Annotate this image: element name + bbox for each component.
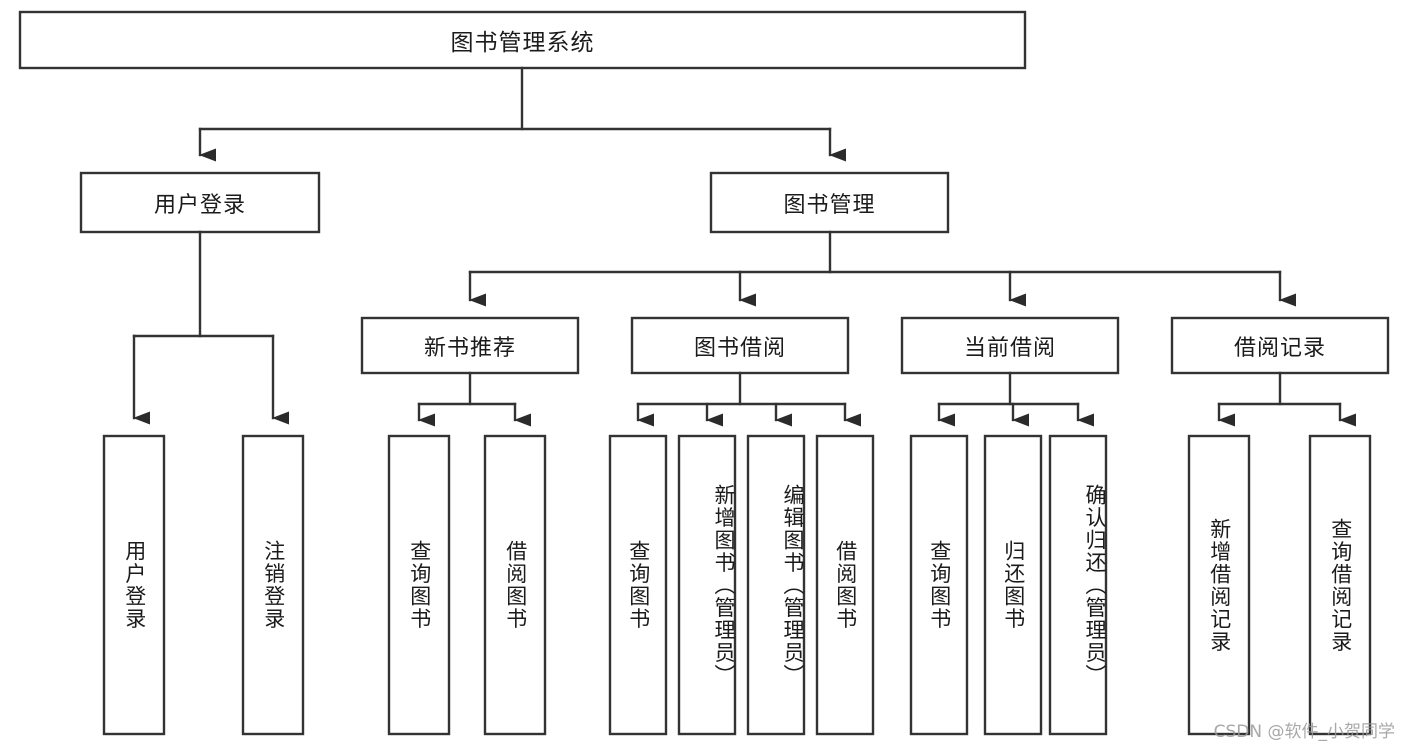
connector-current-borrow-to-leaves xyxy=(937,371,1094,427)
node-box-leaf-edit-book[interactable] xyxy=(746,434,806,736)
node-box-leaf-add-book[interactable] xyxy=(677,434,737,736)
node-box-leaf-return-book[interactable] xyxy=(983,434,1043,736)
connector-book-borrow-to-leaves xyxy=(636,371,861,427)
node-box-leaf-add-record[interactable] xyxy=(1187,434,1251,736)
node-box-leaf-query-book-3[interactable] xyxy=(909,434,969,736)
connector-root-to-level1 xyxy=(198,66,846,162)
node-box-leaf-confirm-return[interactable] xyxy=(1048,434,1108,736)
node-box-borrow-record[interactable] xyxy=(1170,316,1390,375)
node-box-leaf-query-book-2[interactable] xyxy=(608,434,668,736)
node-box-leaf-borrow-book-1[interactable] xyxy=(483,434,547,736)
connector-book-manage-to-level2 xyxy=(468,230,1296,307)
node-box-leaf-query-book-1[interactable] xyxy=(387,434,451,736)
node-box-book-borrow[interactable] xyxy=(630,316,850,375)
node-box-leaf-query-record[interactable] xyxy=(1308,434,1372,736)
node-box-root[interactable] xyxy=(18,10,1027,70)
connector-borrow-record-to-leaves xyxy=(1217,371,1356,427)
node-box-current-borrow[interactable] xyxy=(900,316,1120,375)
node-box-leaf-user-login[interactable] xyxy=(102,434,166,736)
node-box-user-login[interactable] xyxy=(79,171,321,234)
connector-new-book-rec-to-leaves xyxy=(417,371,531,427)
node-box-leaf-borrow-book-2[interactable] xyxy=(815,434,875,736)
node-box-new-book-rec[interactable] xyxy=(360,316,580,375)
node-box-book-manage[interactable] xyxy=(709,171,950,234)
connector-user-login-to-leaves xyxy=(132,230,289,425)
node-box-leaf-logout[interactable] xyxy=(241,434,305,736)
